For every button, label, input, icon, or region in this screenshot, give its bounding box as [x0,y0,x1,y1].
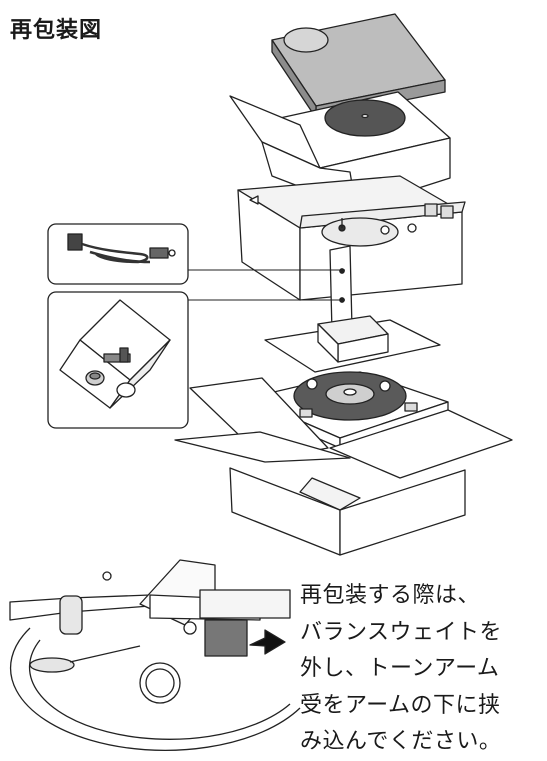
accessories-callout [47,291,189,429]
diagram-title: 再包装図 [10,18,103,43]
instruction-line: 外し、トーンアーム [300,656,500,681]
instruction-line: み込んでください。 [300,729,502,754]
cable-callout [47,223,189,285]
dust-cover-sheet [264,315,441,373]
outer-carton [174,377,513,556]
instruction-line: バランスウェイトを [300,619,503,645]
repacking-instruction: 再包装する際は、 バランスウェイトを 外し、トーンアーム 受をアームの下に挟 み… [300,578,540,761]
upper-foam-tray [229,91,451,209]
instruction-line: 受をアームの下に挟 [300,692,501,718]
top-lid [271,13,446,119]
instruction-line: 再包装する際は、 [300,583,481,608]
tonearm-detail [9,559,301,752]
